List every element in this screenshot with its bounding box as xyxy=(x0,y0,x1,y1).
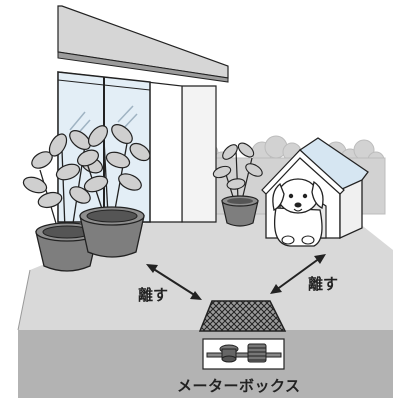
meter-box-lid xyxy=(200,301,285,331)
meter-box-label: メーターボックス xyxy=(177,377,301,395)
dog xyxy=(273,179,323,246)
keep-away-label-left: 離す xyxy=(138,286,168,304)
keep-away-label-right: 離す xyxy=(308,275,338,293)
pot-front xyxy=(80,207,144,257)
